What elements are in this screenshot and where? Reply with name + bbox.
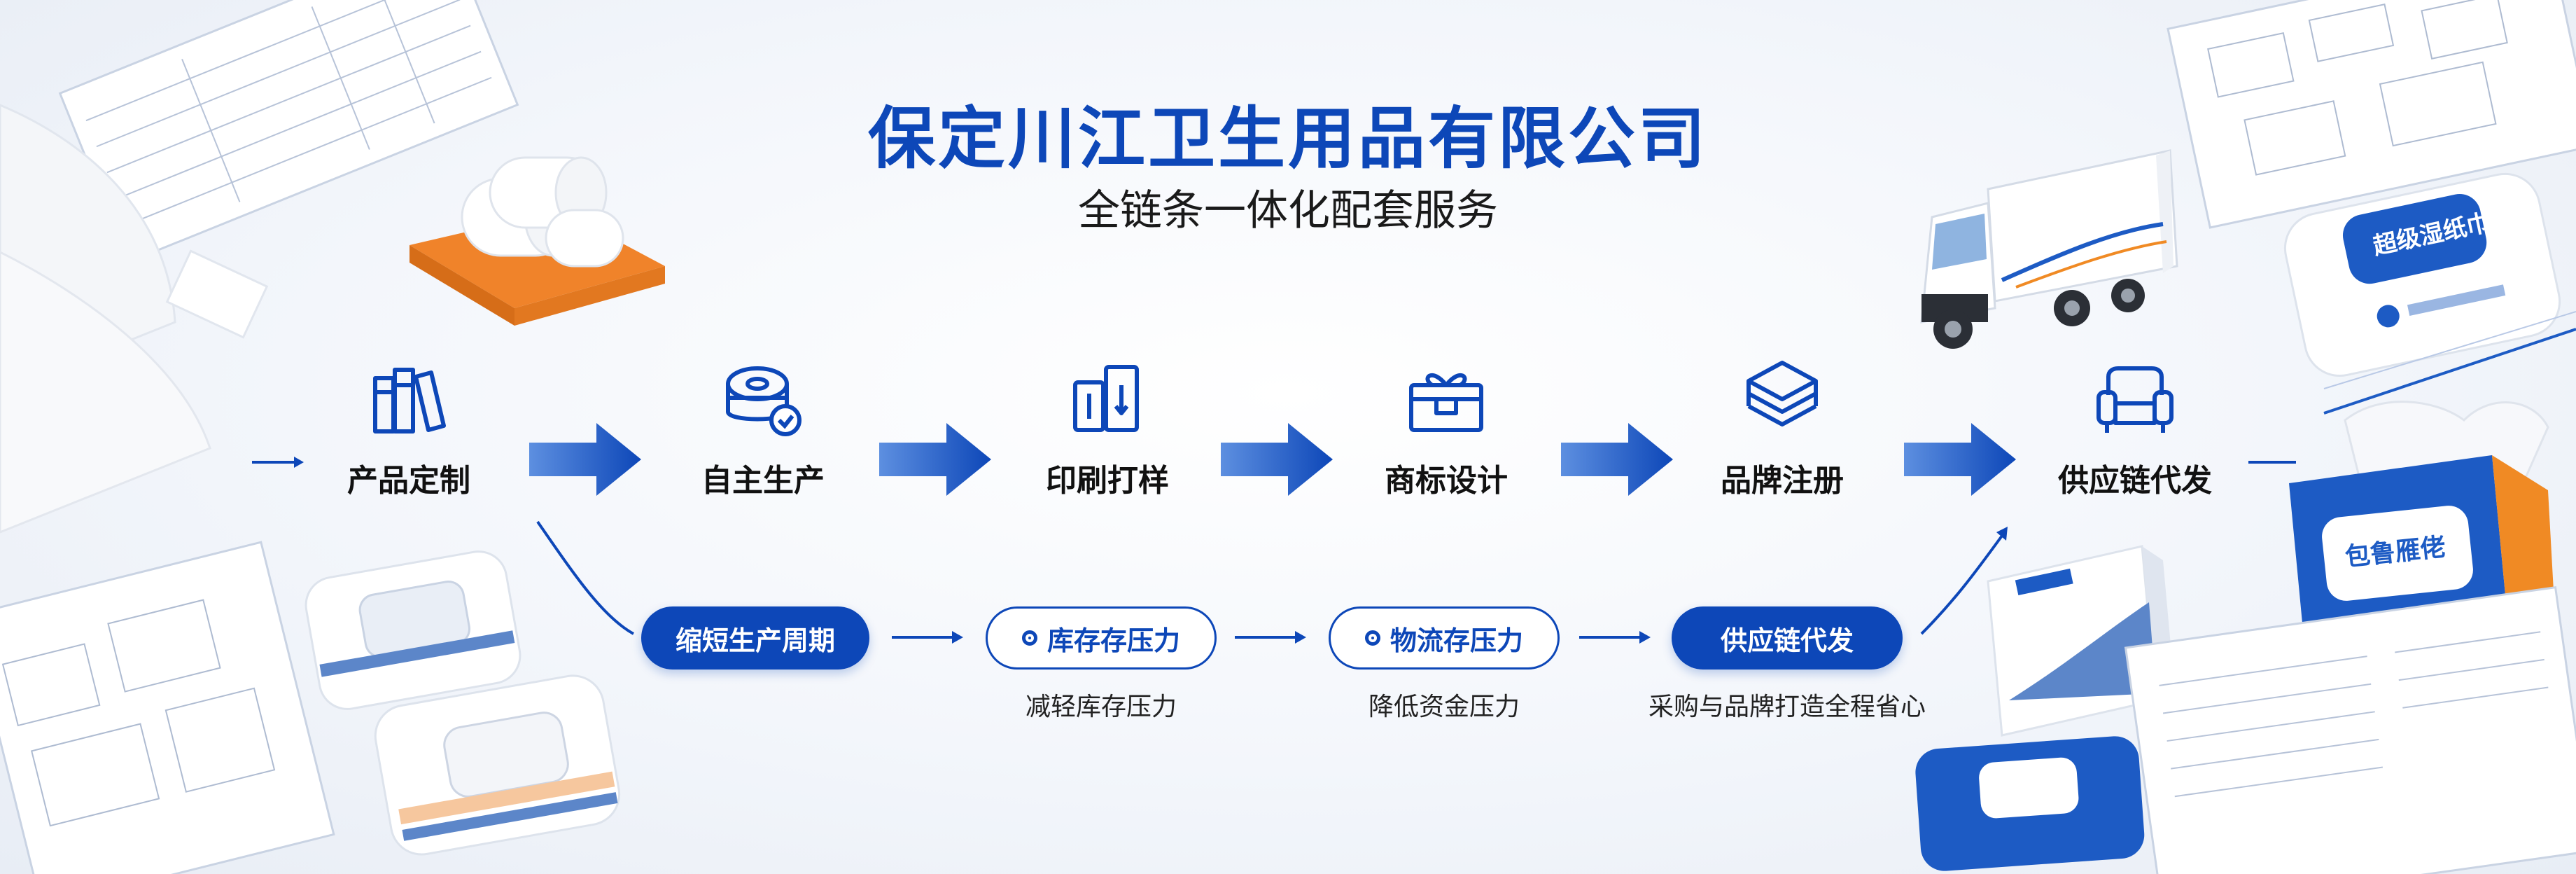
caption-inventory: 减轻库存压力 xyxy=(1025,693,1177,721)
folded-towels-left xyxy=(0,104,269,534)
sofa-icon xyxy=(2096,366,2174,433)
print-sample-icon xyxy=(1073,365,1139,432)
flow-arrow-5 xyxy=(1904,423,2016,496)
wipes-pack-left-2 xyxy=(374,674,621,856)
truck xyxy=(1920,149,2178,349)
benefit-pill-label: 供应链代发 xyxy=(1720,625,1854,656)
books-icon xyxy=(373,368,446,433)
company-title: 保定川江卫生用品有限公司 xyxy=(868,99,1708,178)
step-trademark-design: 商标设计 xyxy=(1385,463,1508,499)
blueprint-sheet-top-right xyxy=(2166,0,2576,229)
gift-box-icon xyxy=(1409,373,1483,432)
thin-arrow-1 xyxy=(892,631,963,644)
flow-arrow-4 xyxy=(1561,423,1673,496)
wipes-pack-left-1 xyxy=(304,550,522,710)
flow-arrow-2 xyxy=(879,423,991,496)
step-product-custom: 产品定制 xyxy=(347,463,470,499)
benefit-pill-label: 物流存压力 xyxy=(1390,625,1523,656)
product-box-right xyxy=(1987,545,2177,737)
flow-arrow-1 xyxy=(529,423,641,496)
flow-arrow-3 xyxy=(1221,423,1333,496)
diagonal-line-right xyxy=(2323,328,2576,415)
orange-block-with-rolls xyxy=(410,156,665,326)
caption-procurement: 采购与品牌打造全程省心 xyxy=(1648,693,1926,721)
benefit-pill-label: 缩短生产周期 xyxy=(675,625,835,656)
tissue-box: 包鲁雁佬 xyxy=(2289,401,2555,630)
caption-capital: 降低资金压力 xyxy=(1368,693,1520,721)
step-brand-registration: 品牌注册 xyxy=(1721,463,1844,499)
tagline: 全链条一体化配套服务 xyxy=(1078,186,1498,235)
benefit-pill-inventory: 库存存压力 xyxy=(986,606,1217,670)
benefit-pill-shorten-cycle: 缩短生产周期 xyxy=(641,606,869,670)
wipes-pack-bottom-right xyxy=(1915,736,2145,871)
benefit-pill-logistics: 物流存压力 xyxy=(1329,606,1560,670)
step-self-production: 自主生产 xyxy=(701,463,825,499)
benefit-pill-label: 库存存压力 xyxy=(1046,625,1180,656)
benefit-pill-supply-chain: 供应链代发 xyxy=(1672,606,1903,670)
target-dot-icon xyxy=(1021,630,1037,646)
thin-arrow-2 xyxy=(1235,631,1306,644)
tape-roll-icon xyxy=(726,366,802,436)
step-supply-chain: 供应链代发 xyxy=(2058,463,2212,499)
target-dot-icon xyxy=(1364,630,1380,646)
thin-arrow-3 xyxy=(1579,631,1651,644)
wipes-pack-right: 超级湿纸巾 xyxy=(2283,172,2561,377)
step-print-sampling: 印刷打样 xyxy=(1046,463,1169,499)
stacked-box-icon xyxy=(1746,361,1818,426)
blueprint-sheet-bottom-right xyxy=(2124,586,2576,874)
blueprint-sheet-bottom-left xyxy=(0,541,335,874)
